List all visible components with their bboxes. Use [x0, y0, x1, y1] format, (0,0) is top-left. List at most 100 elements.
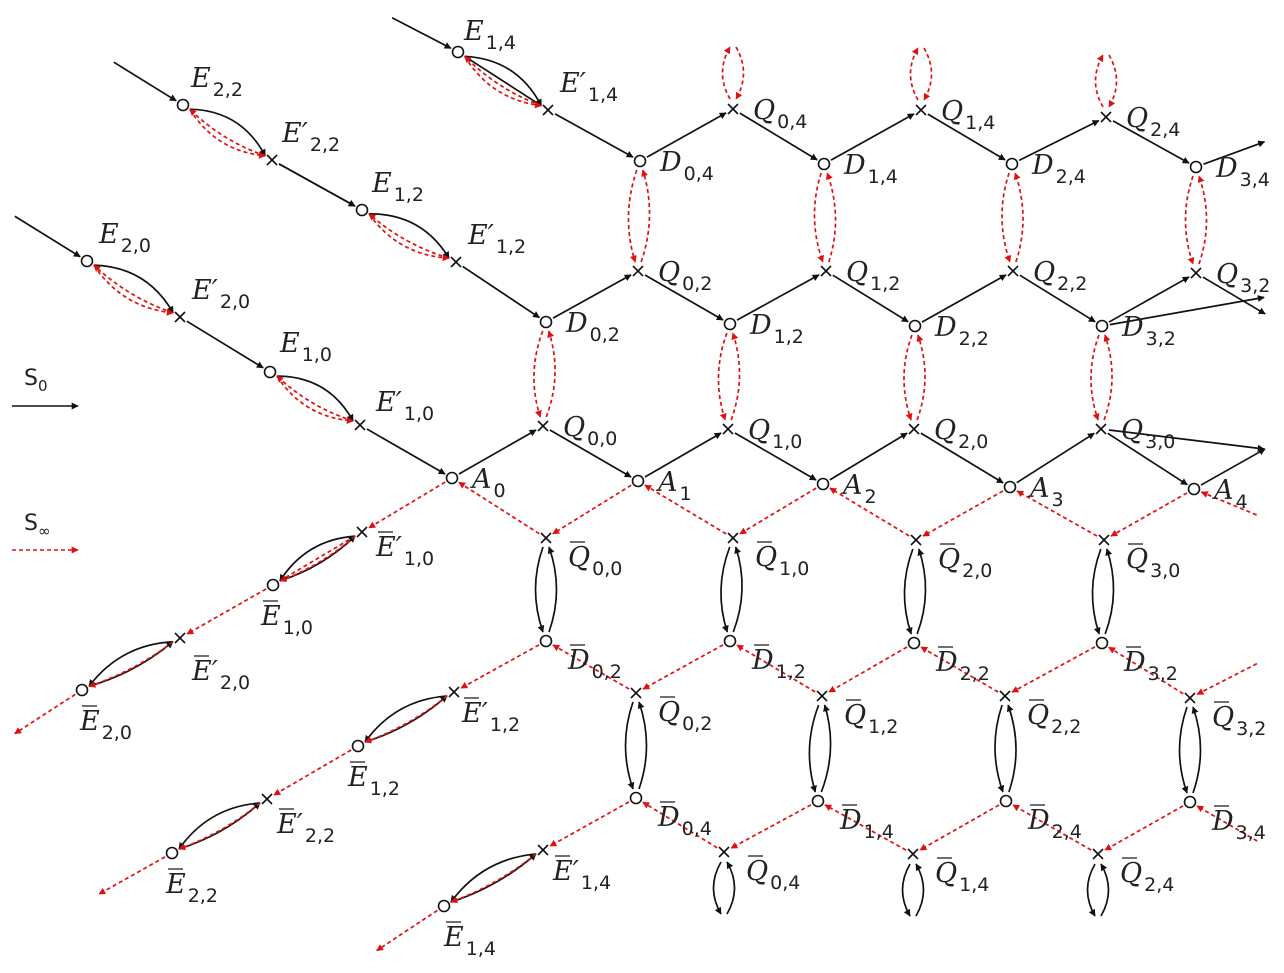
node-bD22 [907, 636, 921, 650]
edge-red-bQ24-bD24 [1012, 804, 1092, 851]
node-E12p [450, 256, 462, 268]
edge-red-bQ04-bD04 [642, 801, 718, 849]
edge-red-A0-bE10p [368, 481, 446, 529]
vpair-D14-Q12-up [825, 172, 837, 263]
edge-out-Q32 [1202, 276, 1266, 315]
edge-out-bE14 [376, 909, 438, 952]
vpair-D24-Q22-down [1001, 172, 1012, 263]
vpair-bQ30-bD32-down [1091, 548, 1102, 635]
label-E20p: E′2,0 [191, 275, 250, 313]
edge-in-bQ32 [1196, 662, 1258, 696]
loop-Q04-b [735, 46, 745, 100]
edge-A3-Q30 [1016, 432, 1095, 484]
edge-red-bD22-bQ12 [828, 646, 908, 693]
vpair-D02-Q00-down [533, 330, 544, 418]
node-bQ24 [1092, 848, 1104, 860]
edge-out-bE20 [14, 693, 76, 735]
node-E14p [542, 104, 554, 116]
node-D02 [539, 315, 553, 329]
edge-out-D34 [1203, 140, 1266, 166]
vpair-D34-Q32-up [1197, 175, 1208, 265]
edge-red-bD24-bQ14 [919, 804, 1000, 851]
node-bD12 [723, 634, 737, 648]
node-Q14 [915, 104, 927, 116]
vpair-D04-Q02-down [627, 169, 638, 263]
edge-D12-Q12 [736, 274, 820, 321]
node-D22 [908, 319, 922, 333]
edge-in-bD34 [1196, 805, 1258, 842]
node-Q00 [537, 420, 549, 432]
loop-Q24-a [1094, 54, 1104, 108]
label-bE14p: E′1,4 [552, 856, 611, 894]
vpair-D32-Q30-down [1090, 334, 1100, 421]
arc-red-E10p-E10 [276, 375, 354, 422]
label-bE12p: E′1,2 [461, 698, 520, 736]
edge-red-bQ22-bD22 [920, 646, 999, 693]
edge-D02-Q02 [552, 274, 632, 319]
edge-Q04-D14 [739, 112, 818, 161]
node-bD24 [999, 794, 1013, 808]
node-D32 [1095, 319, 1109, 333]
vpair-bQ10-bD12-up [732, 546, 743, 633]
legend-sinf-label: S∞ [24, 511, 50, 540]
legend-s0-label: S0 [24, 366, 48, 395]
edge-red-bQ12-bD12 [736, 644, 816, 693]
node-bE22 [165, 846, 179, 860]
arc-red2-E10-E10p [276, 375, 354, 424]
arc-red2-E22-E22p [189, 108, 266, 159]
node-A4 [1187, 482, 1201, 496]
edge-E22p-E12b [278, 163, 356, 207]
edge-Q14-D24 [927, 113, 1006, 161]
edge-red-bE10-bE20p [186, 588, 267, 635]
edge-red-bD02-bE12p [460, 644, 540, 689]
arc-bE20-bE20p [88, 641, 174, 688]
edge-D24-Q24 [1018, 119, 1100, 162]
node-bD32 [1095, 636, 1109, 650]
node-E12 [355, 203, 369, 217]
loop-bQ14-b [915, 863, 925, 917]
arc-red-bE14p-bE14 [450, 853, 537, 904]
vpair-D12-Q10-up [730, 332, 741, 421]
node-bQ30 [1098, 534, 1110, 546]
node-bD34 [1183, 795, 1197, 809]
edge-red-bD34-bQ24 [1104, 805, 1184, 851]
vpair-bQ10-bD12-down [720, 546, 731, 633]
edge-Q12-D22 [832, 274, 909, 323]
edge-Q00-A1 [549, 429, 632, 478]
node-Q12 [820, 265, 832, 277]
node-bE10 [266, 578, 280, 592]
node-bE20 [75, 683, 89, 697]
node-E20 [80, 254, 94, 268]
edge-in-A4 [1200, 491, 1257, 516]
edge-E14-E14p [464, 55, 542, 107]
edge-D14-Q14 [830, 113, 915, 161]
node-D24 [1005, 157, 1019, 171]
label-bE22p: E′2,2 [276, 809, 335, 847]
node-D14 [817, 157, 831, 171]
vpair-D22-Q20-up [916, 334, 926, 421]
vpair-bQ22-bD24-down [994, 704, 1005, 793]
vpair-bQ02-bD04-up [637, 701, 648, 790]
arc-red-E12p-E12 [368, 213, 450, 259]
arc-bE14-bE14p [450, 853, 537, 903]
